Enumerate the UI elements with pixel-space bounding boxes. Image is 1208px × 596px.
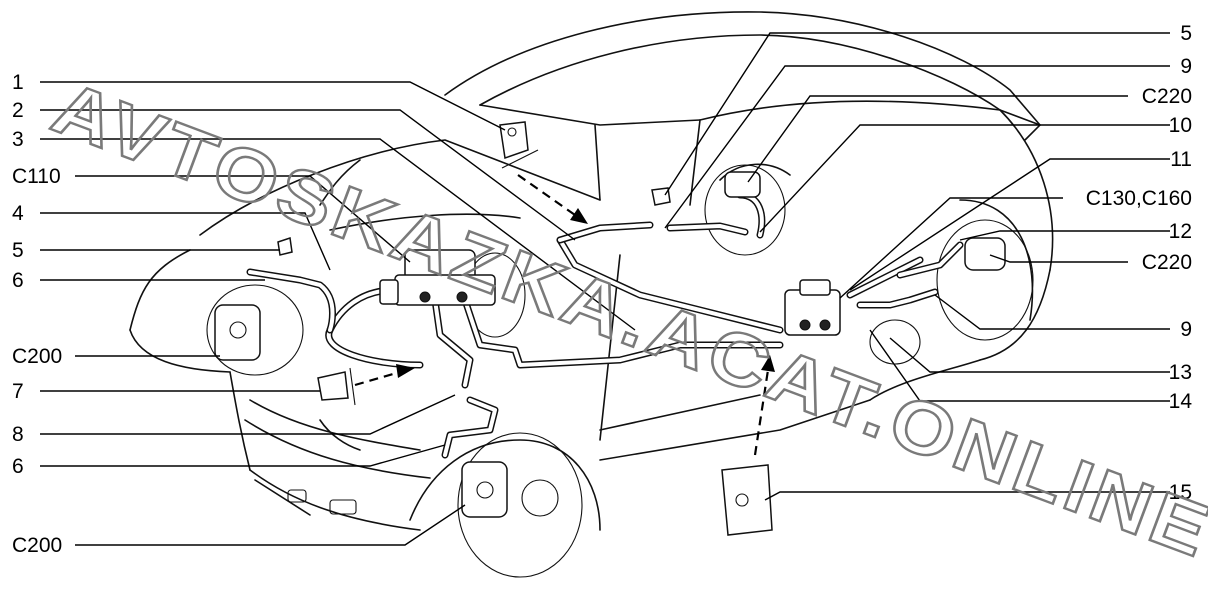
pipe-clip-1 xyxy=(499,121,529,160)
callout-labels-right: 5 9 C220 10 11 C130,C160 12 C220 9 13 14… xyxy=(1086,22,1193,504)
callout-1: 1 xyxy=(12,71,24,94)
pipe-clip-7 xyxy=(317,371,349,401)
dashed-arrows xyxy=(349,149,775,456)
front-left-caliper xyxy=(214,304,261,361)
callout-5-right: 5 xyxy=(1180,22,1192,45)
callout-4: 4 xyxy=(12,202,24,225)
callout-10: 10 xyxy=(1169,114,1192,137)
rear-hose-13 xyxy=(869,319,921,365)
callout-labels-left: 1 2 3 C110 4 5 6 C200 7 8 6 C200 xyxy=(12,71,62,557)
callout-c200: C200 xyxy=(12,345,62,368)
callout-8: 8 xyxy=(12,423,24,446)
callout-9: 9 xyxy=(1180,55,1192,78)
callout-12: 12 xyxy=(1169,220,1192,243)
callout-6-lower: 6 xyxy=(12,455,24,478)
callout-5: 5 xyxy=(12,239,24,262)
callout-9-lower: 9 xyxy=(1180,318,1192,341)
callout-2: 2 xyxy=(12,99,24,122)
callout-11: 11 xyxy=(1170,148,1192,171)
master-cylinder xyxy=(379,249,496,306)
callout-6: 6 xyxy=(12,269,24,292)
callout-c220: C220 xyxy=(1142,85,1192,108)
car-body-outline xyxy=(129,11,1054,578)
rear-wheel-cylinder-right xyxy=(964,237,1006,271)
callout-c220-lower: C220 xyxy=(1142,251,1192,274)
callout-c200-lower: C200 xyxy=(12,534,62,557)
callout-3: 3 xyxy=(12,128,24,151)
callout-14: 14 xyxy=(1169,390,1193,413)
callout-c130-c160: C130,C160 xyxy=(1086,187,1192,210)
rear-wheel-cylinder-left xyxy=(724,171,761,198)
callout-c110: C110 xyxy=(12,165,61,188)
leader-lines xyxy=(40,32,1170,546)
front-right-caliper xyxy=(461,461,559,518)
callout-13: 13 xyxy=(1169,361,1192,384)
pipe-clip-15 xyxy=(721,464,773,536)
callout-15: 15 xyxy=(1169,481,1192,504)
pressure-regulator xyxy=(784,279,841,336)
callout-7: 7 xyxy=(12,380,24,403)
